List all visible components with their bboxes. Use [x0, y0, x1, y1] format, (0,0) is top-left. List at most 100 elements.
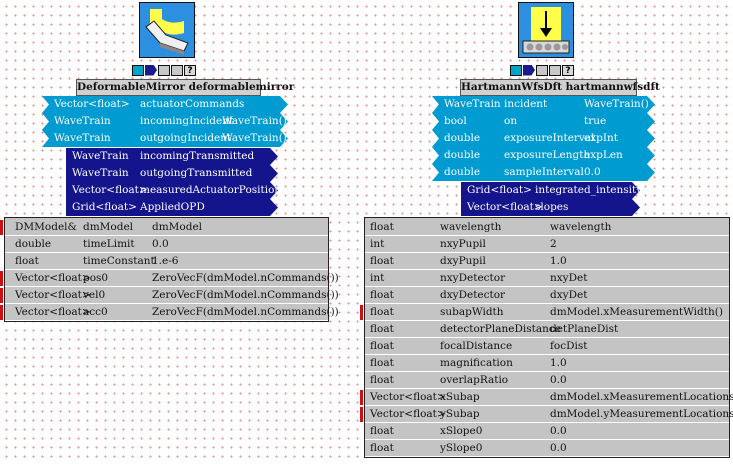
- help-icon[interactable]: ?: [562, 64, 574, 76]
- port-name: measuredActuatorPositions: [140, 184, 287, 196]
- port-type: Vector<float>: [54, 98, 130, 110]
- param-type: double: [15, 238, 52, 250]
- stop-icon[interactable]: [158, 64, 170, 76]
- param-name: xSubap: [440, 391, 480, 403]
- port-type: double: [444, 132, 481, 144]
- param-type: int: [370, 272, 385, 284]
- port-name: outgoingIncident: [140, 132, 232, 144]
- port-type: WaveTrain: [72, 150, 129, 162]
- modified-marker: [360, 305, 363, 320]
- module-controls: ?: [510, 64, 574, 76]
- modified-marker: [0, 288, 3, 303]
- param-name: vel0: [83, 289, 106, 301]
- param-name: ySlope0: [440, 442, 483, 454]
- window-icon[interactable]: [549, 64, 561, 76]
- parameter-row[interactable]: float focalDistance focDist: [365, 338, 729, 355]
- param-type: float: [370, 323, 394, 335]
- param-value: focDist: [550, 340, 588, 352]
- param-name: focalDistance: [440, 340, 513, 352]
- port-default: WaveTrain(): [222, 132, 287, 144]
- module-title[interactable]: DeformableMirror deformablemirror: [76, 79, 294, 96]
- param-value: dmModel.xMeasurementWidth(): [550, 306, 723, 318]
- port-type: Vector<float>: [467, 201, 543, 213]
- param-type: float: [370, 357, 394, 369]
- deformable-mirror-icon[interactable]: [139, 2, 195, 58]
- param-value: ZeroVecF(dmModel.nCommands()): [152, 272, 339, 284]
- output-port[interactable]: Vector<float>slopes: [461, 199, 640, 216]
- modified-marker: [0, 305, 3, 320]
- port-type: WaveTrain: [54, 132, 111, 144]
- param-value: 1.e-6: [152, 255, 179, 267]
- param-type: float: [370, 425, 394, 437]
- run-icon[interactable]: [510, 64, 522, 76]
- port-default: WaveTrain(): [222, 115, 287, 127]
- param-type: float: [370, 340, 394, 352]
- param-type: float: [370, 306, 394, 318]
- param-name: pos0: [83, 272, 109, 284]
- param-name: ySubap: [440, 408, 480, 420]
- param-name: dxyPupil: [440, 255, 486, 267]
- param-name: nxyPupil: [440, 238, 486, 250]
- input-port[interactable]: Vector<float>actuatorCommands: [42, 96, 288, 113]
- port-name: incident: [504, 98, 548, 110]
- port-default: expInt: [584, 132, 618, 144]
- hartmann-wfs-icon[interactable]: [518, 2, 574, 58]
- param-name: wavelength: [440, 221, 502, 233]
- param-value: ZeroVecF(dmModel.nCommands()): [152, 306, 339, 318]
- param-value: 1.0: [550, 357, 567, 369]
- output-port[interactable]: WaveTrain incomingTransmitted: [66, 148, 278, 165]
- port-name: incomingTransmitted: [140, 150, 255, 162]
- port-type: Grid<float>: [72, 201, 137, 213]
- param-name: nxyDetector: [440, 272, 506, 284]
- param-type: float: [370, 442, 394, 454]
- param-value: wavelength: [550, 221, 612, 233]
- param-type: int: [370, 238, 385, 250]
- help-icon[interactable]: ?: [184, 64, 196, 76]
- param-value: 0.0: [550, 425, 567, 437]
- port-default: WaveTrain(): [584, 98, 649, 110]
- param-value: ZeroVecF(dmModel.nCommands()): [152, 289, 339, 301]
- stop-icon[interactable]: [536, 64, 548, 76]
- output-port[interactable]: Vector<float>measuredActuatorPositions: [66, 182, 278, 199]
- step-icon[interactable]: [523, 64, 535, 76]
- param-value: dmModel: [152, 221, 203, 233]
- modified-marker: [0, 220, 3, 235]
- port-name: slopes: [535, 201, 569, 213]
- port-type: Vector<float>: [72, 184, 148, 196]
- step-icon[interactable]: [145, 64, 157, 76]
- run-icon[interactable]: [132, 64, 144, 76]
- output-port[interactable]: Grid<float>integrated_intensity: [461, 182, 640, 199]
- output-port[interactable]: Grid<float>AppliedOPD: [66, 199, 278, 216]
- window-icon[interactable]: [171, 64, 183, 76]
- param-type: Vector<float>: [370, 408, 446, 420]
- module-title[interactable]: HartmannWfsDft hartmannwfsdft: [460, 79, 660, 96]
- port-name: AppliedOPD: [140, 201, 205, 213]
